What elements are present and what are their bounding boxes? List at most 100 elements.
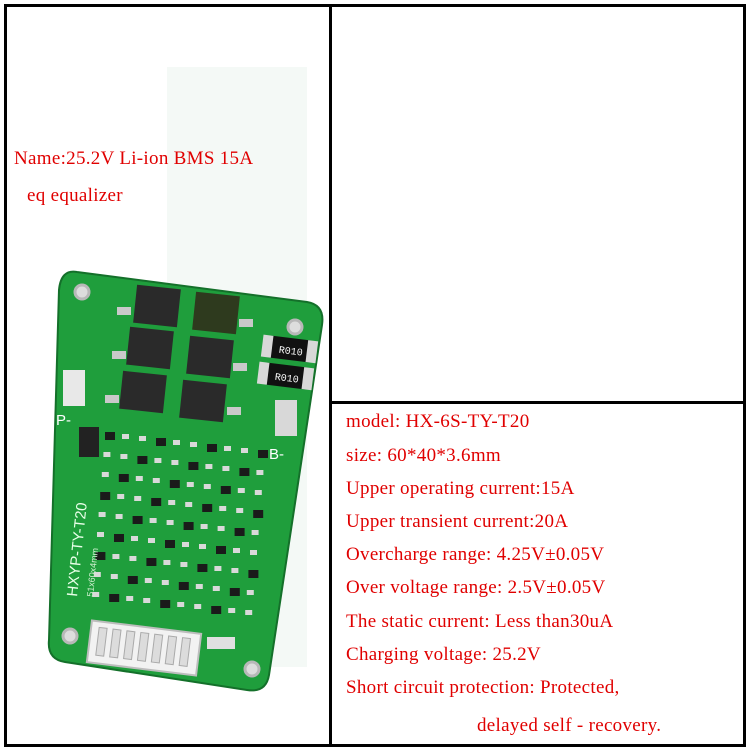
smd-component (135, 476, 143, 481)
smd-component (236, 508, 244, 513)
mosfet-group (119, 284, 240, 423)
smd-component (186, 482, 194, 487)
mounting-hole (61, 627, 79, 645)
smd-component (166, 520, 174, 525)
spec-charging-voltage: Charging voltage: 25.2V (346, 644, 541, 665)
smd-component (114, 534, 124, 542)
smd-component (217, 526, 225, 531)
ic-chip (79, 427, 99, 457)
smd-component (163, 560, 171, 565)
smd-component (100, 492, 111, 500)
bms-board-photo: R010 R010 P- B- HXYP-TY-T20 51x60x4mm (47, 67, 324, 692)
smd-component (134, 496, 142, 501)
label-p: P- (56, 412, 71, 429)
spec-short-circuit: Short circuit protection: Protected, (346, 677, 620, 698)
smd-component (211, 606, 222, 614)
smd-component (139, 436, 146, 441)
connector-pin (123, 630, 136, 661)
smd-component (220, 486, 231, 494)
smd-component (109, 594, 120, 602)
smd-component (112, 554, 120, 559)
smd-component (126, 596, 134, 601)
spec-operating-current: Upper operating current:15A (346, 478, 575, 499)
smd-component (151, 498, 162, 506)
spec-overcharge-range: Overcharge range: 4.25V±0.05V (346, 544, 605, 565)
spec-static-current: The static current: Less than30uA (346, 611, 614, 632)
spec-short-circuit-cont: delayed self - recovery. (477, 715, 662, 736)
smd-component (219, 506, 227, 511)
smd-component (245, 610, 253, 615)
smd-component (185, 502, 193, 507)
label-b: B- (269, 446, 284, 463)
smd-component (200, 524, 208, 529)
mounting-hole (286, 318, 304, 336)
blank-panel (329, 4, 746, 404)
smd-component (169, 480, 180, 488)
smd-component (160, 600, 171, 608)
svg-text:R010: R010 (274, 373, 299, 387)
smd-component (144, 578, 152, 583)
smd-component (154, 458, 162, 463)
smd-component (239, 468, 250, 476)
spec-over-voltage-range: Over voltage range: 2.5V±0.05V (346, 577, 606, 598)
smd-component (93, 572, 101, 577)
smd-component (146, 558, 157, 566)
spec-model: model: HX-6S-TY-T20 (346, 411, 530, 432)
smd-component (197, 564, 208, 572)
connector-pin (95, 626, 108, 657)
smd-component (258, 450, 268, 458)
smd-component (190, 442, 197, 447)
connector-pin (150, 633, 164, 664)
smd-component (148, 538, 155, 543)
smd-component (207, 444, 217, 452)
smd-component (256, 470, 264, 475)
smd-component (103, 452, 111, 457)
smd-component (202, 504, 213, 512)
smd-component (129, 556, 137, 561)
product-name: Name:25.2V Li-ion BMS 15A (14, 148, 254, 169)
smd-component (182, 542, 189, 547)
smd-component (118, 474, 129, 482)
balance-connector (85, 619, 203, 677)
smd-component (95, 552, 106, 560)
mounting-hole (73, 283, 91, 301)
solder-pad-p (63, 370, 85, 406)
smd-component (149, 518, 157, 523)
smd-component (173, 440, 180, 445)
smd-component (254, 490, 262, 495)
smd-component (137, 456, 148, 464)
smd-component (117, 494, 125, 499)
smd-component (246, 590, 254, 595)
smd-component (233, 548, 240, 553)
smd-component (251, 530, 259, 535)
smd-component (101, 472, 109, 477)
smd-component (229, 588, 240, 596)
smd-component (237, 488, 245, 493)
connector-pin (178, 637, 192, 667)
smd-component (156, 438, 166, 446)
smd-component (241, 448, 248, 453)
smd-component (98, 512, 106, 517)
smd-component (131, 536, 138, 541)
smd-component (234, 528, 245, 536)
smd-component (120, 454, 128, 459)
connector-pin (109, 628, 122, 659)
smd-component (92, 592, 100, 597)
smd-component (122, 434, 129, 439)
smd-component (224, 446, 231, 451)
pcb-board (47, 270, 324, 692)
smd-component (188, 462, 199, 470)
smd-component (177, 602, 185, 607)
smd-component (171, 460, 179, 465)
smd-component (205, 464, 213, 469)
smd-component (152, 478, 160, 483)
smd-component (183, 522, 194, 530)
product-image-panel: R010 R010 P- B- HXYP-TY-T20 51x60x4mm Na… (4, 4, 332, 747)
shunt-resistor: R010 (256, 361, 315, 391)
smd-component (161, 580, 169, 585)
spec-panel: model: HX-6S-TY-T20 size: 60*40*3.6mm Up… (329, 401, 746, 747)
smd-component (178, 582, 189, 590)
smd-component (222, 466, 230, 471)
solder-pad-b (275, 400, 297, 436)
connector-pin (136, 631, 150, 662)
